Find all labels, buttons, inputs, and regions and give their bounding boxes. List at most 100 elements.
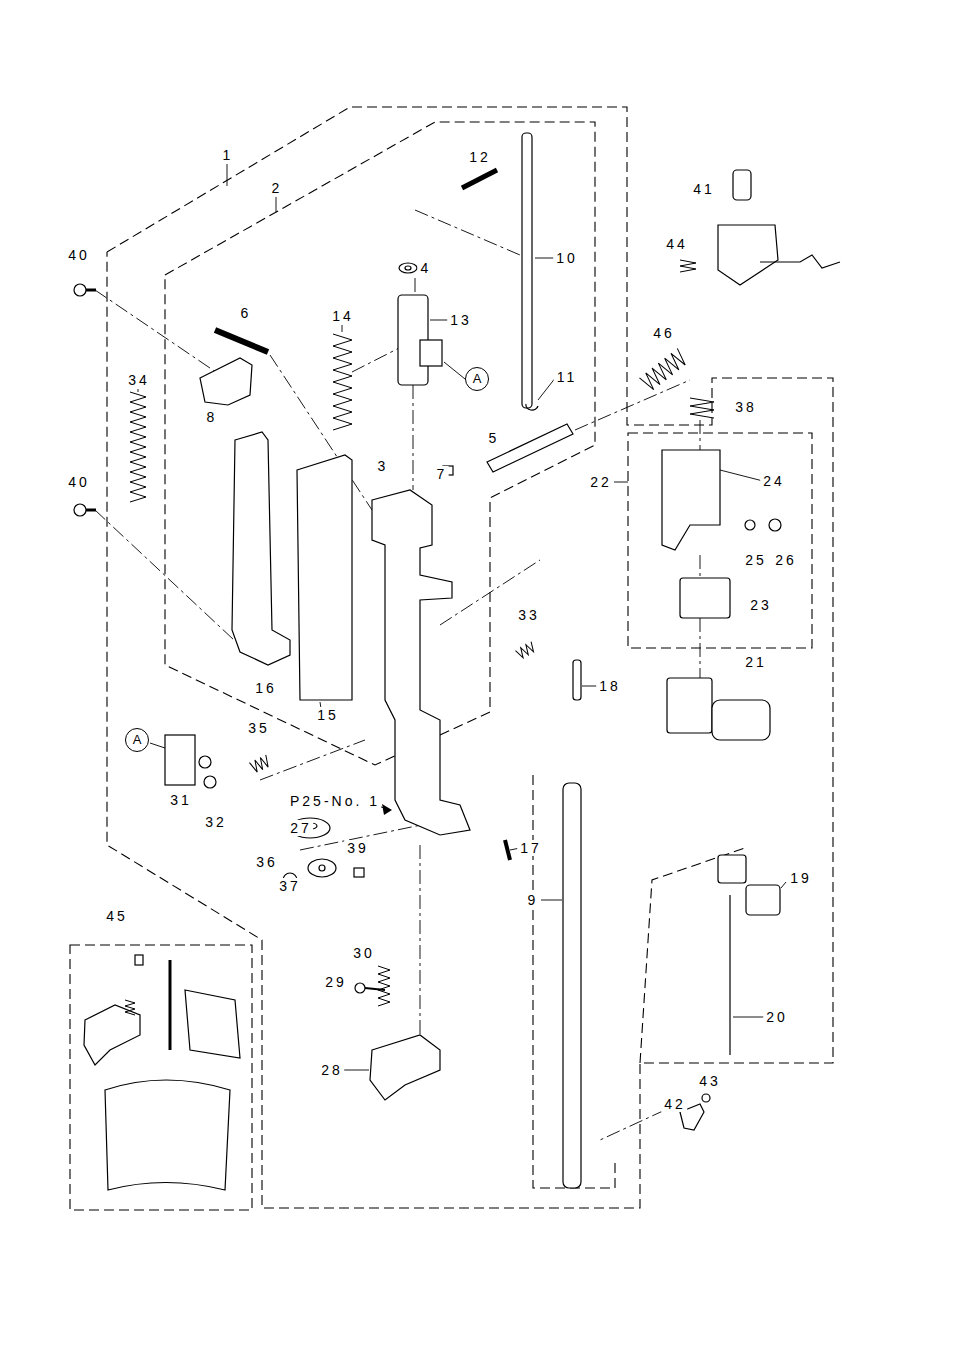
illustration-line bbox=[600, 1110, 665, 1140]
callout-number: 18 bbox=[596, 678, 622, 694]
illustration-rect bbox=[70, 945, 252, 1210]
illustration-line bbox=[150, 743, 165, 748]
callout-number: 7 bbox=[434, 466, 449, 482]
callout-number: 6 bbox=[238, 305, 253, 321]
callout-number: 25 bbox=[742, 552, 768, 568]
callout-number: 29 bbox=[322, 974, 348, 990]
callout-number: 31 bbox=[167, 792, 193, 808]
illustration-rect bbox=[420, 340, 442, 366]
callout-number: 2 bbox=[269, 180, 284, 196]
illustration-line bbox=[462, 170, 497, 188]
callout-number: 44 bbox=[663, 236, 689, 252]
illustration-polygon bbox=[718, 225, 778, 285]
illustration-path bbox=[105, 1080, 230, 1190]
spring bbox=[125, 260, 714, 1015]
illustration-line bbox=[700, 618, 701, 678]
callout-number: 16 bbox=[252, 680, 278, 696]
callout-number: 38 bbox=[732, 399, 758, 415]
illustration-line bbox=[575, 380, 690, 430]
part-shapes bbox=[74, 133, 840, 1190]
callout-number: 32 bbox=[202, 814, 228, 830]
illustration-line bbox=[276, 197, 277, 212]
illustration-rect bbox=[667, 678, 712, 733]
callout-number: 28 bbox=[318, 1062, 344, 1078]
illustration-line bbox=[729, 895, 730, 1055]
illustration-polyline bbox=[760, 255, 840, 268]
callout-number: 22 bbox=[587, 474, 613, 490]
page-reference: P25-No. 1 bbox=[287, 793, 381, 809]
illustration-line bbox=[95, 510, 250, 655]
illustration-circle bbox=[745, 520, 755, 530]
illustration-line bbox=[582, 686, 597, 687]
illustration-polygon bbox=[297, 455, 352, 700]
illustration-line bbox=[614, 482, 628, 483]
illustration-path bbox=[333, 334, 352, 430]
callout-number: 8 bbox=[204, 409, 219, 425]
callout-number: 37 bbox=[276, 878, 302, 894]
illustration-line bbox=[700, 555, 701, 578]
callout-number: 45 bbox=[103, 908, 129, 924]
illustration-path bbox=[249, 755, 270, 773]
callout-number: 14 bbox=[329, 308, 355, 324]
illustration-line bbox=[733, 1017, 766, 1018]
illustration-path bbox=[526, 404, 538, 410]
illustration-rect bbox=[628, 433, 812, 648]
illustration-rect bbox=[522, 133, 532, 408]
illustration-line bbox=[138, 389, 139, 392]
callout-number: 34 bbox=[125, 372, 151, 388]
callout-number: 36 bbox=[253, 854, 279, 870]
illustration-polygon bbox=[185, 990, 240, 1058]
illustration-path bbox=[516, 642, 537, 660]
illustration-path bbox=[130, 392, 146, 502]
callout-number: 20 bbox=[763, 1009, 789, 1025]
callout-number: 42 bbox=[661, 1096, 687, 1112]
callout-number: 35 bbox=[245, 720, 271, 736]
illustration-line bbox=[420, 845, 421, 1040]
illustration-line bbox=[781, 882, 786, 888]
illustration-line bbox=[227, 164, 228, 186]
callout-number: 46 bbox=[650, 325, 676, 341]
illustration-circle bbox=[319, 865, 325, 871]
illustration-rect bbox=[712, 700, 770, 740]
illustration-path bbox=[680, 260, 696, 272]
arrow-head bbox=[382, 804, 392, 815]
illustration-polyline bbox=[165, 122, 595, 765]
illustration-circle bbox=[204, 776, 216, 788]
callout-number: 12 bbox=[466, 149, 492, 165]
illustration-ellipse bbox=[308, 859, 336, 877]
callout-number: 5 bbox=[486, 430, 501, 446]
callout-number: 11 bbox=[554, 369, 579, 385]
illustration-circle bbox=[769, 519, 781, 531]
callout-number: 43 bbox=[696, 1073, 722, 1089]
center-line bbox=[95, 210, 700, 1140]
illustration-path bbox=[690, 398, 714, 418]
illustration-polyline bbox=[640, 848, 745, 1063]
illustration-line bbox=[352, 345, 405, 372]
illustration-circle bbox=[199, 756, 211, 768]
illustration-polyline bbox=[533, 775, 615, 1188]
reference-circle: A bbox=[125, 728, 149, 752]
illustration-rect bbox=[718, 855, 746, 883]
illustration-rect bbox=[165, 735, 195, 785]
illustration-line bbox=[86, 509, 96, 512]
illustration-ellipse bbox=[405, 266, 411, 270]
illustration-circle bbox=[702, 1094, 710, 1102]
callout-number: 3 bbox=[375, 458, 390, 474]
illustration-rect bbox=[680, 578, 730, 618]
illustration-rect bbox=[573, 660, 581, 700]
illustration-circle bbox=[74, 284, 86, 296]
illustration-line bbox=[440, 560, 540, 625]
illustration-line bbox=[505, 840, 510, 860]
illustration-line bbox=[342, 325, 343, 332]
callout-number: 4 bbox=[418, 260, 433, 276]
reference-letter: A bbox=[473, 372, 482, 386]
illustration-polygon bbox=[662, 450, 720, 550]
callout-number: 27 bbox=[287, 820, 313, 836]
group-outline bbox=[70, 107, 833, 1210]
illustration-line bbox=[720, 470, 763, 481]
callout-number: 9 bbox=[525, 892, 540, 908]
illustration-line bbox=[700, 420, 701, 450]
callout-number: 24 bbox=[760, 473, 786, 489]
illustration-polygon bbox=[232, 432, 290, 665]
